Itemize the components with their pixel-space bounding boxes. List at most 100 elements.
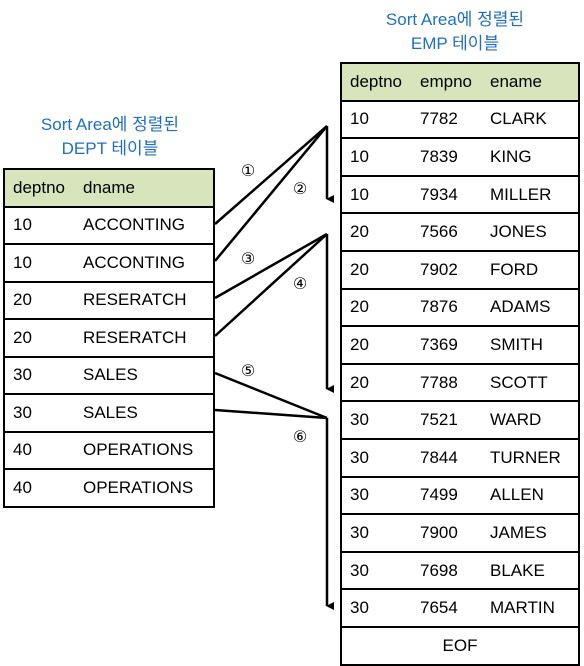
emp-empno: 7566 [420,222,458,242]
emp-row-cell: 20 7902 FORD [340,249,580,290]
dept-row-cell: 10 ACCONTING [3,243,215,283]
emp-empno: 7902 [420,259,458,279]
dept-dname: SALES [83,365,138,385]
emp-header-ename: ename [490,71,542,91]
emp-empno: 7839 [420,146,458,166]
dept-deptno: 40 [13,477,32,497]
emp-header-empno: empno [420,71,472,91]
emp-empno: 7844 [420,447,458,467]
emp-eof-cell: EOF [340,625,580,666]
emp-eof-row: EOF [340,625,580,666]
step-label-6: ⑥ [293,427,307,446]
emp-row: 30 7698 BLAKE [340,550,580,591]
emp-row-cell: 30 7698 BLAKE [340,550,580,591]
emp-deptno: 10 [350,184,369,204]
emp-empno: 7788 [420,372,458,392]
emp-empno: 7876 [420,297,458,317]
emp-ename: BLAKE [490,560,545,580]
dept-deptno: 20 [13,290,32,310]
emp-deptno: 30 [350,598,369,618]
emp-ename: JONES [490,222,547,242]
join-line [214,371,328,420]
emp-ename: CLARK [490,109,547,129]
emp-row: 10 7839 KING [340,137,580,177]
emp-row: 20 7876 ADAMS [340,287,580,328]
emp-deptno: 20 [350,222,369,242]
dept-header-deptno: deptno [13,177,65,197]
dept-deptno: 10 [13,252,32,272]
emp-ename: FORD [490,259,539,279]
emp-deptno: 20 [350,297,369,317]
emp-deptno: 30 [350,560,369,580]
emp-deptno: 10 [350,146,369,166]
dept-dname: ACCONTING [83,252,185,272]
emp-table-caption: Sort Area에 정렬된 EMP 테이블 [355,8,555,56]
emp-row: 20 7369 SMITH [340,325,580,365]
emp-row-cell: 20 7876 ADAMS [340,287,580,328]
emp-ename: ALLEN [490,485,544,505]
emp-row: 20 7902 FORD [340,249,580,290]
emp-empno: 7654 [420,598,458,618]
emp-row-cell: 30 7499 ALLEN [340,475,580,516]
emp-empno: 7900 [420,522,458,542]
emp-ename: KING [490,146,532,166]
join-line [214,125,328,262]
join-line [214,232,328,300]
emp-ename: TURNER [490,447,561,467]
emp-deptno: 30 [350,485,369,505]
step-label-5: ⑤ [241,361,255,380]
dept-header-dname: dname [83,177,135,197]
dept-caption-line1: Sort Area에 정렬된 [40,115,180,134]
emp-empno: 7782 [420,109,458,129]
dept-caption-line2: DEPT 테이블 [61,139,159,158]
emp-empno: 7499 [420,485,458,505]
emp-deptno: 30 [350,410,369,430]
emp-empno: 7369 [420,334,458,354]
emp-ename: SMITH [490,334,543,354]
join-line [214,408,328,420]
emp-deptno: 20 [350,259,369,279]
dept-deptno: 10 [13,215,32,235]
emp-caption-line1: Sort Area에 정렬된 [385,10,525,29]
emp-row: 20 7566 JONES [340,212,580,252]
emp-deptno: 30 [350,522,369,542]
step-label-1: ① [241,161,255,180]
dept-dname: SALES [83,402,138,422]
join-line [214,233,328,337]
dept-dname: RESERATCH [83,290,187,310]
dept-deptno: 40 [13,440,32,460]
emp-ename: ADAMS [490,297,551,317]
dept-row-cell: 20 RESERATCH [3,280,215,320]
emp-empno: 7934 [420,184,458,204]
emp-empno: 7521 [420,410,458,430]
emp-deptno: 20 [350,334,369,354]
emp-empno: 7698 [420,560,458,580]
emp-row-cell: 20 7369 SMITH [340,325,580,365]
emp-row-cell: 10 7839 KING [340,137,580,177]
